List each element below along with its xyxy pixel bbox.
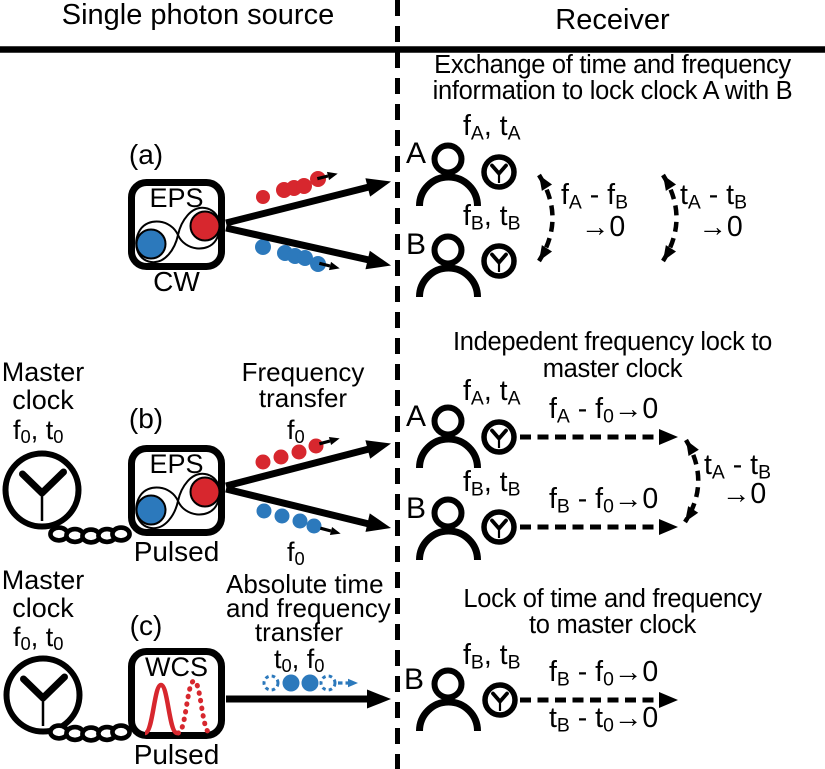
column-title-receiver: Receiver	[555, 4, 670, 36]
clock-icon-b-A	[484, 422, 514, 452]
person-icon-a-A	[420, 146, 478, 207]
clock-icon-b-B	[484, 512, 514, 542]
arrow-to-receiver-c	[226, 689, 391, 709]
node-b-B-letter: B	[406, 492, 427, 525]
t0f0-label-c: t0, f0	[274, 644, 325, 677]
node-c-B-letter: B	[404, 663, 425, 696]
panel-b-title-line2: master clock	[542, 355, 683, 383]
wcs-photon-stream-c	[262, 674, 358, 692]
person-icon-c-B	[420, 671, 478, 732]
fiber-chain-icon-c	[50, 726, 129, 741]
exchange-arrow-time	[657, 171, 679, 265]
column-title-source: Single photon source	[61, 0, 335, 31]
panel-c-tag: (c)	[129, 610, 163, 641]
clock-icon-c-B	[485, 685, 515, 715]
eq-freq-b-B: fB - f0→0	[549, 483, 659, 518]
eq-freq-b-A: fA - f0→0	[549, 393, 659, 428]
arrow-to-receiver-b-bottom	[225, 485, 394, 538]
panel-b-tag: (b)	[128, 403, 164, 434]
f0-label-b-bottom: f0	[287, 537, 305, 570]
master-clock-icon-b	[6, 454, 79, 527]
clock-icon-a-A	[484, 157, 514, 187]
small-arrow-icon	[319, 526, 341, 536]
node-a-A-clock-label: fA, tA	[463, 110, 521, 145]
eq-freq-a-top: fA - fB	[561, 179, 629, 214]
panel-a-title-line2: information to lock clock A with B	[432, 77, 793, 105]
person-icon-a-B	[420, 237, 478, 298]
node-a-A-letter: A	[406, 137, 427, 170]
small-arrow-icon	[318, 261, 340, 271]
eq-time-b-top: tA - tB	[704, 449, 772, 484]
node-a-B-clock-label: fB, tB	[463, 200, 521, 235]
eq-time-b-bottom: →0	[721, 478, 767, 510]
red-photon-stream-a	[256, 171, 326, 204]
wcs-pulse-icons	[142, 678, 213, 736]
panel-c-title-line2: to master clock	[529, 611, 696, 639]
panel-a-title-line1: Exchange of time and frequency	[434, 51, 791, 79]
person-icon-b-A	[420, 408, 478, 469]
arrow-to-receiver-a-top	[225, 172, 394, 227]
arrow-to-receiver-a-bottom	[225, 224, 394, 275]
node-c-B-clock-label: fB, tB	[463, 639, 521, 674]
freq-lock-arrow-b-B	[520, 519, 678, 535]
eq-time-a-top: tA - tB	[680, 179, 748, 214]
freq-lock-arrow-b-A	[520, 429, 678, 445]
transfer-c-line1: Absolute time	[226, 569, 384, 599]
clock-icon-a-B	[484, 246, 514, 276]
transfer-b-line2: transfer	[258, 383, 348, 413]
dotted-pulse-icon	[175, 678, 213, 736]
f0-label-b-top: f0	[287, 415, 305, 448]
master-clock-c-line1: Master	[1, 565, 85, 595]
person-icon-b-B	[420, 500, 478, 561]
exchange-arrow-freq	[533, 171, 555, 265]
master-clock-b-line2: clock	[12, 385, 74, 415]
panel-c-graphics	[7, 648, 678, 741]
small-arrow-icon	[318, 436, 340, 446]
node-b-A-clock-label: fA, tA	[463, 375, 521, 410]
eq-freq-a-bottom: →0	[580, 211, 626, 243]
blue-photon-stream-b	[256, 503, 322, 534]
eps-label-b: EPS	[149, 449, 204, 479]
pulsed-label-c: Pulsed	[133, 739, 220, 769]
panel-a-tag: (a)	[128, 139, 164, 170]
lock-arrow-c-B	[520, 692, 678, 708]
solid-pulse-icon	[142, 682, 180, 736]
master-clock-c-line2: clock	[12, 593, 74, 623]
transfer-c-line2: and frequency	[226, 593, 391, 623]
panel-b-title-line1: Indepedent frequency lock to	[452, 328, 773, 356]
panel-a-graphics	[128, 146, 679, 298]
small-arrow-icon	[316, 171, 338, 181]
panel-b-graphics	[6, 408, 701, 561]
master-clock-icon-c	[7, 659, 80, 732]
eps-label-a: EPS	[149, 183, 204, 213]
eq-freq-c: fB - f0→0	[549, 656, 659, 691]
cw-label-a: CW	[153, 266, 200, 297]
empty-pulse-icon	[262, 674, 280, 692]
eq-time-c: tB - t0→0	[549, 702, 659, 737]
master-clock-b-line1: Master	[1, 357, 85, 387]
master-clock-b-values: f0, t0	[13, 415, 64, 448]
node-b-B-clock-label: fB, tB	[463, 466, 521, 501]
arrow-to-receiver-b-top	[225, 434, 394, 490]
blue-photon-stream-a	[255, 239, 326, 272]
transfer-b-line1: Frequency	[241, 357, 365, 387]
eq-time-a-bottom: →0	[698, 211, 743, 243]
node-b-A-letter: A	[406, 400, 427, 433]
wcs-label-c: WCS	[145, 652, 208, 682]
empty-pulse-icon	[319, 674, 337, 692]
transfer-c-line3: transfer	[254, 617, 344, 647]
node-a-B-letter: B	[406, 228, 427, 261]
panel-c-title-line1: Lock of time and frequency	[463, 585, 762, 613]
pulsed-label-b: Pulsed	[133, 536, 220, 567]
time-compare-arrow-b	[679, 436, 701, 526]
master-clock-c-values: f0, t0	[13, 622, 64, 655]
